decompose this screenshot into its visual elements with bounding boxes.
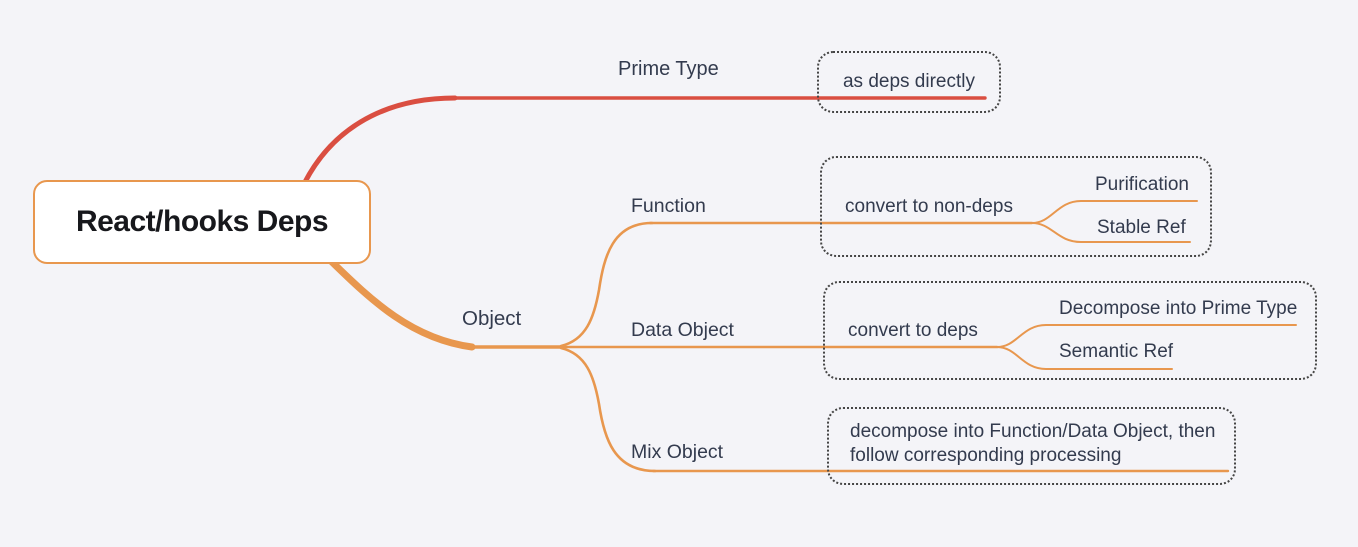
branch-label-function[interactable]: Function [631, 195, 706, 217]
leaf-node-convert-to-non-deps[interactable] [820, 156, 1212, 257]
mix-processing-line1: decompose into Function/Data Object, the… [850, 421, 1216, 442]
leaf-node-mix-processing[interactable] [827, 407, 1236, 485]
edge-data-decompose-prime [996, 324, 1297, 348]
branch-label-data-object[interactable]: Data Object [631, 319, 734, 341]
root-node[interactable]: React/hooks Deps [33, 180, 371, 264]
edge-function-stable-ref [1031, 222, 1191, 243]
branch-label-mix-object[interactable]: Mix Object [631, 441, 724, 463]
edge-data-semantic-ref [996, 346, 1173, 370]
edge-root-object-curve [327, 257, 476, 351]
leaf-node-convert-to-deps[interactable] [823, 281, 1317, 380]
leaf-label-convert-to-deps[interactable]: convert to deps [848, 320, 978, 341]
leaf-node-as-deps-directly[interactable]: as deps directly [817, 51, 1001, 113]
subitem-decompose-into-prime-type[interactable]: Decompose into Prime Type [1059, 298, 1298, 319]
edge-root-prime-type-curve [302, 95, 458, 185]
leaf-label-mix-processing[interactable]: decompose into Function/Data Object, the… [850, 420, 1215, 468]
edge-object-mix-curve [559, 346, 657, 473]
edge-function-purification [1031, 200, 1198, 224]
root-node-label: React/hooks Deps [75, 205, 329, 238]
leaf-label-as-deps-directly: as deps directly [842, 71, 975, 92]
mix-processing-line2: follow corresponding processing [850, 445, 1122, 466]
subitem-semantic-ref[interactable]: Semantic Ref [1059, 341, 1174, 362]
branch-label-prime-type[interactable]: Prime Type [618, 58, 719, 80]
leaf-label-convert-to-non-deps[interactable]: convert to non-deps [845, 196, 1013, 217]
branch-label-object[interactable]: Object [462, 307, 522, 330]
subitem-stable-ref[interactable]: Stable Ref [1097, 217, 1186, 238]
edge-object-function-curve [559, 221, 654, 348]
subitem-purification[interactable]: Purification [1095, 174, 1189, 195]
